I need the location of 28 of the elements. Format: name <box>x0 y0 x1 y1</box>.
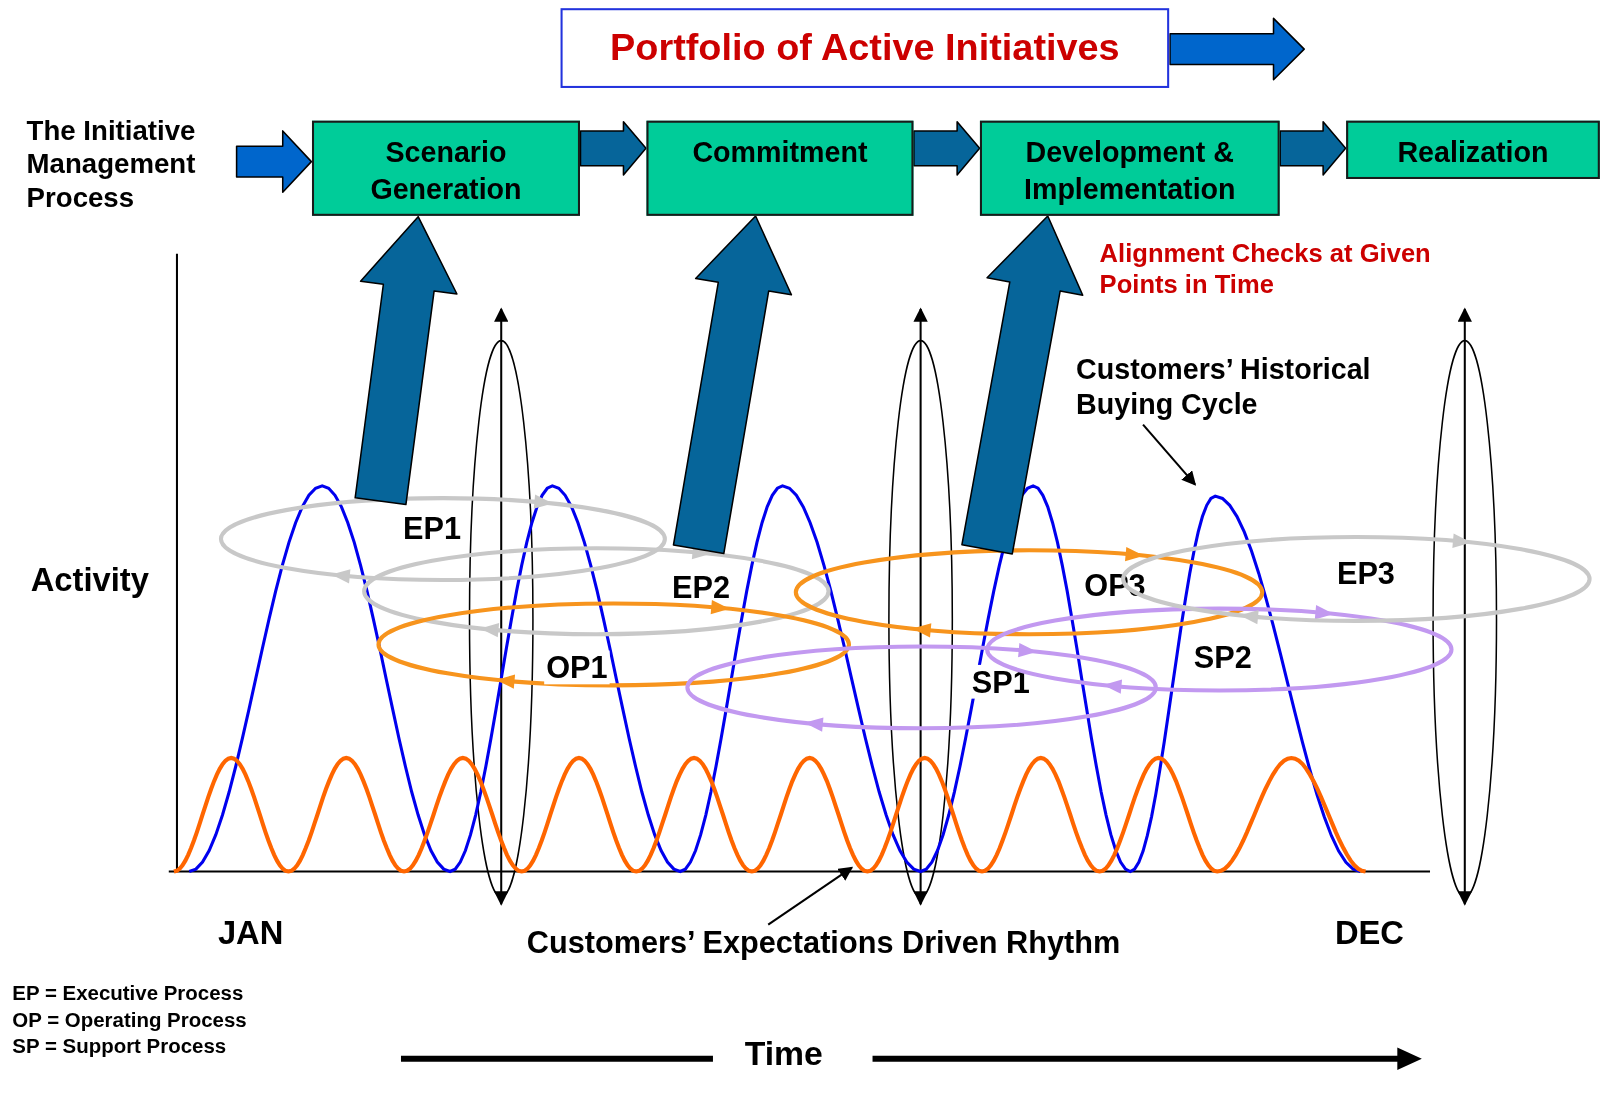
callout-text: Customers’ Historical Buying Cycle <box>1076 352 1429 425</box>
note-text: Alignment Checks at Given Points in Time <box>1099 237 1432 299</box>
axis-label: Activity <box>30 560 150 600</box>
block-arrow <box>579 120 647 176</box>
leader-line <box>1142 423 1197 486</box>
loop-label: SP1 <box>969 664 1032 699</box>
leader-line <box>767 866 854 926</box>
process-box: Commitment <box>646 120 914 216</box>
abbreviation-note: EP = Executive Process <box>12 981 245 1006</box>
block-arrow <box>235 130 313 194</box>
block-arrow <box>1279 120 1347 176</box>
process-label: The Initiative Management Process <box>26 114 237 250</box>
block-arrow <box>913 120 981 176</box>
axis-label: Time <box>744 1033 824 1074</box>
title-box: Portfolio of Active Initiatives <box>560 8 1170 88</box>
block-arrow <box>1169 17 1305 81</box>
process-box: Realization <box>1346 120 1600 179</box>
block-arrow <box>672 215 793 555</box>
month-label: JAN <box>217 913 285 953</box>
month-label: DEC <box>1334 913 1405 953</box>
abbreviation-note: OP = Operating Process <box>12 1007 248 1033</box>
block-arrow <box>961 215 1084 555</box>
abbreviation-note: SP = Support Process <box>12 1033 228 1058</box>
callout-text: Customers’ Expectations Driven Rhythm <box>526 924 1192 964</box>
process-box: Development & Implementation <box>979 120 1280 216</box>
loop-label: OP1 <box>544 650 610 685</box>
process-box: Scenario Generation <box>312 120 580 216</box>
block-arrow <box>354 215 458 506</box>
